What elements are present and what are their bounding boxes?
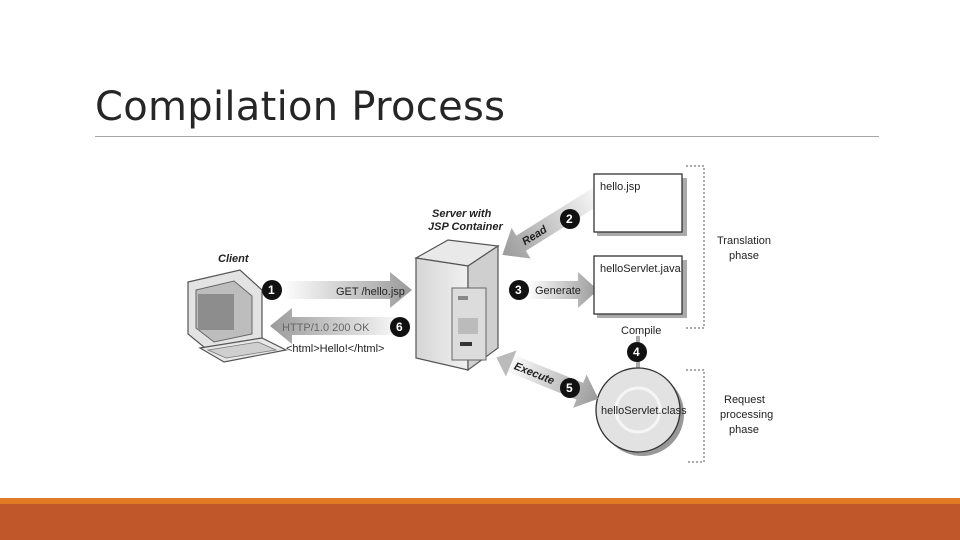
translation-phase-line2: phase — [729, 250, 759, 262]
step-6-label: HTTP/1.0 200 OK — [282, 322, 370, 334]
title-divider — [95, 136, 879, 137]
request-phase-line1: Request — [724, 394, 765, 406]
server-tower-icon — [414, 239, 500, 372]
response-body-label: <html>Hello!</html> — [286, 343, 384, 355]
step-1-badge — [262, 280, 282, 300]
request-phase-line3: phase — [729, 424, 759, 436]
step-2-number: 2 — [566, 212, 573, 226]
step-2-badge — [560, 209, 580, 229]
servlet-java-file-label: helloServlet.java — [600, 263, 682, 275]
servlet-class-disk — [595, 367, 684, 456]
servlet-java-file-box — [593, 255, 687, 318]
servlet-class-label: helloServlet.class — [601, 405, 687, 417]
translation-phase-bracket — [686, 165, 705, 329]
request-phase-bracket — [686, 369, 705, 463]
step-6-number: 6 — [396, 320, 403, 334]
execute-arrow: Execute — [496, 350, 599, 408]
footer-bar — [0, 504, 960, 540]
response-arrow — [270, 308, 408, 344]
step-4-number: 4 — [633, 345, 640, 359]
step-3-label: Generate — [535, 285, 581, 297]
step-5-number: 5 — [566, 381, 573, 395]
step-4-badge — [627, 342, 647, 362]
jsp-file-label: hello.jsp — [600, 181, 640, 193]
jsp-file-box — [593, 173, 687, 236]
step-4-label: Compile — [621, 325, 661, 337]
translation-phase-line1: Translation — [717, 235, 771, 247]
server-label-line2: JSP Container — [428, 221, 503, 233]
generate-arrow — [528, 272, 598, 308]
request-phase-line2: processing — [720, 409, 773, 421]
step-1-number: 1 — [268, 283, 275, 297]
footer-accent-stripe — [0, 498, 960, 504]
step-3-badge — [509, 280, 529, 300]
client-computer-icon — [187, 269, 288, 363]
request-arrow — [282, 272, 412, 308]
read-arrow: Read — [502, 182, 611, 259]
server-label-line1: Server with — [432, 208, 492, 220]
step-5-badge — [560, 378, 580, 398]
step-3-number: 3 — [515, 283, 522, 297]
step-6-badge — [390, 317, 410, 337]
step-1-label: GET /hello.jsp — [336, 286, 405, 298]
client-label: Client — [218, 253, 250, 265]
slide-title: Compilation Process — [95, 84, 506, 130]
